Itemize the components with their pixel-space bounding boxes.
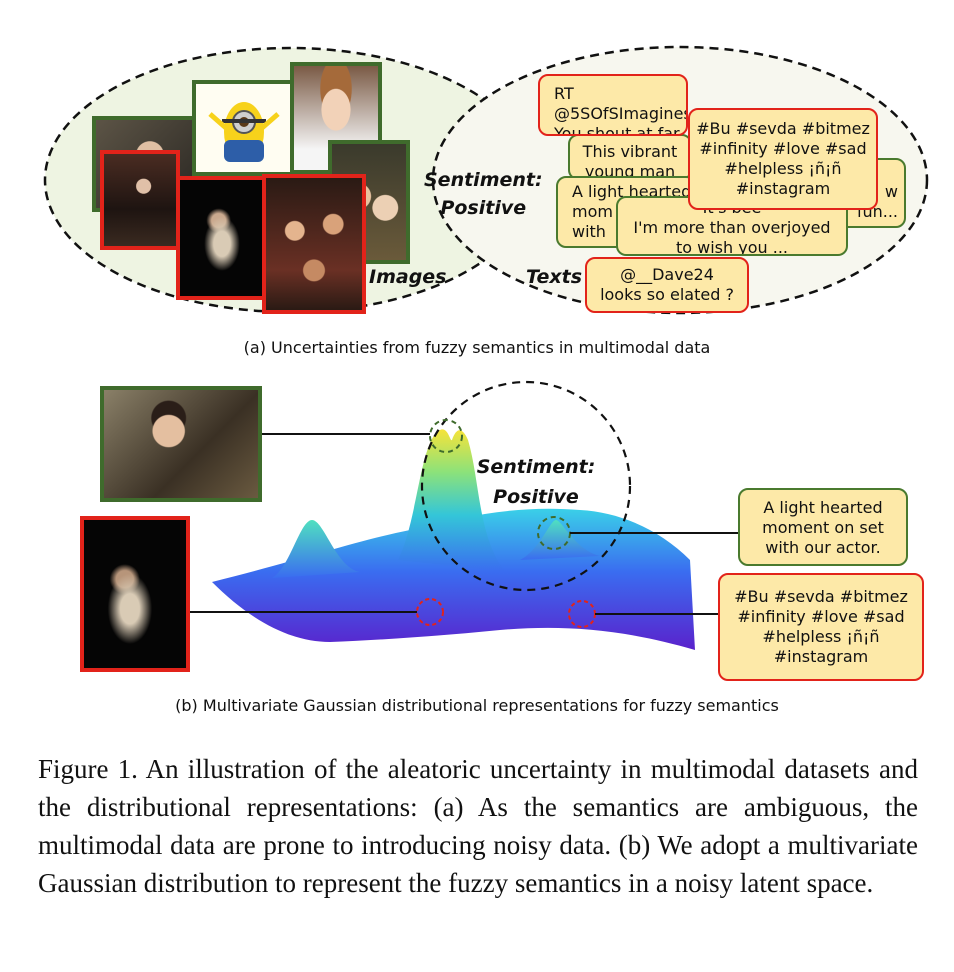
text-box-rt: RT @5SOfSImagines: You shout at far	[538, 74, 688, 136]
caption-b: (b) Multivariate Gaussian distributional…	[175, 696, 779, 715]
text-box-hashtags-a: #Bu #sevda #bitmez #infinity #love #sad …	[688, 108, 878, 210]
positive-word: Positive	[440, 197, 527, 219]
small-peak-left	[272, 520, 360, 578]
text-box-dave: @__Dave24 looks so elated ?	[585, 257, 749, 313]
small-peak-right	[520, 520, 600, 560]
sentiment-label-a: Sentiment: Positive	[424, 166, 543, 222]
green-circle-top	[429, 419, 463, 453]
main-peak	[398, 429, 506, 572]
figure-caption: Figure 1. An illustration of the aleator…	[38, 754, 918, 898]
sentiment-word-b: Sentiment:	[476, 456, 596, 478]
caption-a: (a) Uncertainties from fuzzy semantics i…	[243, 338, 711, 357]
text-box-vibrant: This vibrant young man	[568, 134, 692, 180]
photo-man-phone-b	[100, 386, 262, 502]
texts-label: Texts	[526, 266, 583, 288]
images-label: Images	[369, 266, 447, 288]
sentiment-label-b: Sentiment: Positive	[474, 452, 598, 512]
photo-dark-blurry	[176, 176, 268, 300]
text-box-hashtags-b: #Bu #sevda #bitmez #infinity #love #sad …	[718, 573, 924, 681]
photo-dark-blurry-b	[80, 516, 190, 672]
positive-word-b: Positive	[493, 486, 579, 508]
sentiment-word: Sentiment:	[424, 169, 543, 191]
photo-crowd	[262, 174, 366, 314]
red-circle-left	[416, 598, 444, 626]
text-box-light-hearted-b: A light hearted moment on set with our a…	[738, 488, 908, 566]
sentiment-ellipse-b	[420, 380, 632, 592]
